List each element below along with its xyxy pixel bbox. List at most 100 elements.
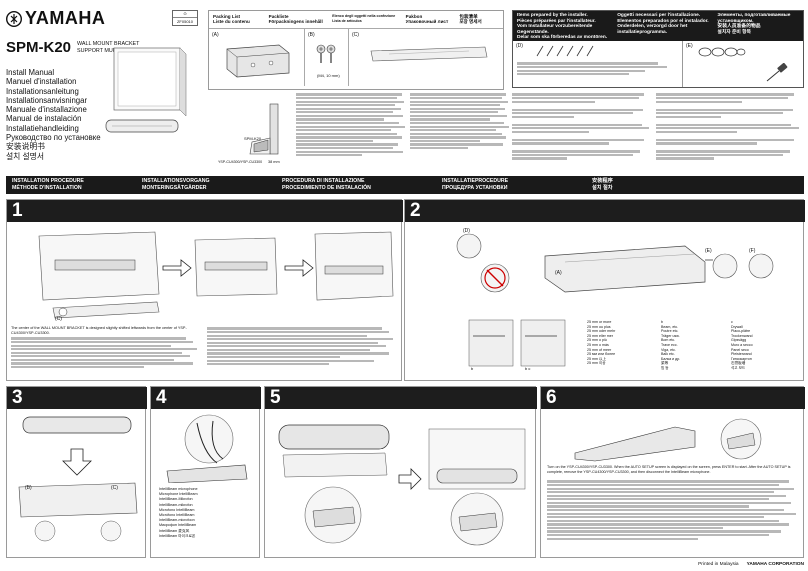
installer-header: Элементы, подготавливаемые установщиком.… (717, 13, 791, 35)
part-label: (B) (308, 31, 315, 38)
yamaha-logo: YAMAHA (6, 8, 166, 29)
screwdriver-icon (766, 63, 788, 82)
spm-label: SPM-K20 (244, 136, 262, 141)
step-2-illustration (456, 233, 774, 293)
dimension-label: 38 mm (268, 160, 280, 164)
svg-text:b c: b c (525, 366, 530, 371)
mic-label: IntelliBeam 마이크로폰 (159, 533, 196, 538)
note-block-middle (410, 92, 510, 151)
part-label: (C) (111, 485, 118, 491)
mic-label: IntelliBeam microphone (159, 487, 198, 491)
step-4-panel: 4 IntelliBeam microphone Microphone Inte… (150, 386, 261, 558)
tuning-fork-logo-icon (6, 10, 22, 27)
installer-header: Items prepared by the installer.Pièces p… (517, 13, 608, 41)
step-number: 4 (151, 387, 261, 409)
step-number: 5 (265, 387, 537, 409)
manual-title: Manuel d'installation (6, 77, 77, 87)
step-6-caption: Turn on the YSP-CU4300/YSP-CU3300. When … (547, 465, 791, 474)
step-number: 6 (541, 387, 805, 409)
step-6-panel: 6 Turn on the YSP-CU4300/YSP-CU3300. Whe… (540, 386, 805, 558)
brand-block: YAMAHA SPM-K20 WALL MOUNT BRACKET SUPPOR… (6, 8, 166, 168)
part-label: (F) (749, 248, 756, 254)
screw-depth-diagram: b b c (468, 319, 566, 371)
step-number: 1 (7, 200, 403, 222)
wall-mounted-soundbar-illustration (102, 44, 188, 142)
part-d-cell: (D) (513, 41, 683, 87)
part-label: (D) (463, 228, 470, 234)
ysp-label: YSP-CU4300/YSP-CU3300 (218, 160, 263, 164)
step-3-illustration (18, 416, 138, 542)
note-block-right-a (512, 92, 650, 161)
manual-title: Руководство по установке (6, 133, 101, 143)
footer: Printed in Malaysia YAMAHA CORPORATION (600, 562, 804, 567)
part-label: (E) (705, 248, 712, 254)
step-5-illustration (278, 424, 526, 546)
note-block-right-b (656, 92, 800, 161)
part-a-cell: (A) (209, 28, 305, 86)
part-label: (B) (25, 485, 32, 491)
mic-labels: IntelliBeam microphone Microphone Intell… (159, 487, 259, 539)
brand-name: YAMAHA (25, 8, 106, 28)
step-1-text-left (11, 336, 201, 370)
doc-code: ZF05010 (176, 19, 193, 24)
model-name: SPM-K20 (6, 39, 72, 56)
part-label: (C) (352, 31, 359, 38)
manual-title: 설치 설명서 (6, 151, 45, 161)
doc-code-box: ⊙ ZF05010 (172, 10, 198, 26)
manual-title: Installationsanleitung (6, 86, 79, 96)
model-desc-en: WALL MOUNT BRACKET (77, 41, 140, 48)
mic-label: IntelliBeam-Mikrofon (159, 497, 193, 502)
step-number: 2 (405, 200, 805, 222)
mic-label: Microphone IntelliBeam (159, 492, 198, 497)
part-label: (E) (686, 43, 693, 49)
step-1-caption: The center of the WALL MOUNT BRACKET is … (11, 326, 187, 335)
printed-in: Printed in Malaysia (698, 562, 739, 567)
svg-text:(C): (C) (55, 316, 62, 322)
installer-header: Oggetti necessari per l'installazione.El… (617, 13, 709, 35)
note-block-left (296, 92, 406, 158)
part-b-cell: (B) (M4, 10 mm) (305, 28, 349, 86)
step-6-text (547, 479, 799, 541)
corporation-name: YAMAHA CORPORATION (746, 562, 804, 567)
manual-title: Installatiehandleiding (6, 123, 79, 133)
manual-title: Install Manual (6, 68, 55, 77)
mic-label: Micrófono IntelliBeam (159, 513, 195, 518)
step-6-illustration (574, 418, 762, 462)
bracket-a-icon (226, 44, 290, 78)
svg-text:b: b (471, 366, 474, 371)
screw-b-icon (316, 44, 336, 63)
step-1-panel: 1 (C) The center of the WALL MOUNT BRACK… (6, 199, 403, 381)
mic-label: IntelliBeam-microfoon (159, 518, 195, 523)
template-c-icon (370, 46, 488, 62)
manual-title: Manuale d'installazione (6, 105, 87, 115)
part-c-cell: (C) (349, 29, 503, 86)
step-1-text-right (207, 326, 397, 367)
intellibeam-mic-illustration (166, 414, 248, 483)
part-e-cell: (E) (683, 41, 803, 87)
screw-size: (M4, 10 mm) (317, 72, 340, 78)
step-5-panel: 5 (264, 386, 537, 558)
manual-title: 安装说明书 (6, 142, 45, 152)
template-c-detail-icon: (C) (52, 301, 160, 322)
model-desc-fr: SUPPORT MURAL (77, 47, 124, 54)
mic-label: IntelliBeam 麦克风 (159, 528, 190, 533)
step-1-illustration (38, 231, 394, 301)
part-label: (A) (212, 31, 219, 38)
manual-title: Installationsanvisningar (6, 95, 88, 105)
step-number: 3 (7, 387, 147, 409)
